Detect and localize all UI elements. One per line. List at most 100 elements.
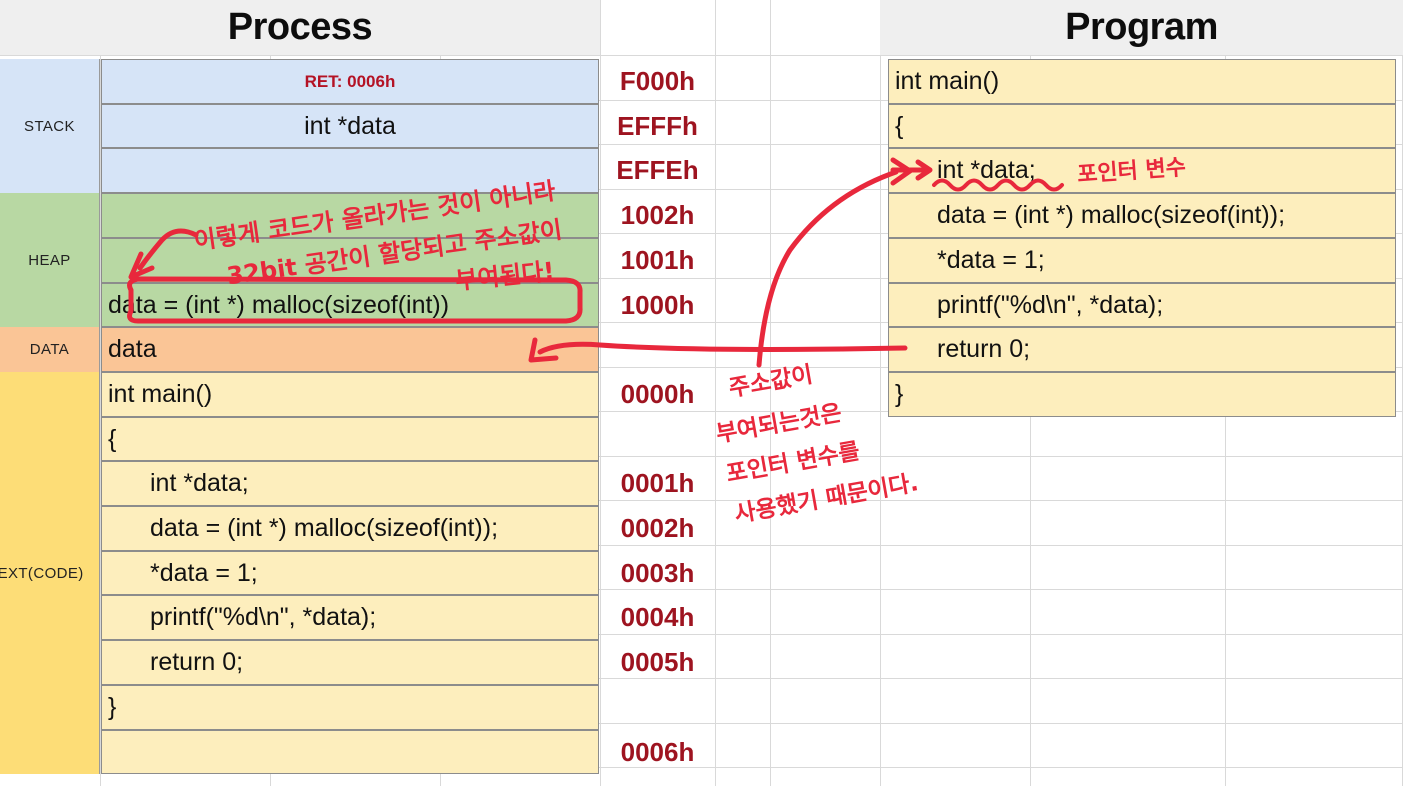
program-code-text: int *data; bbox=[937, 156, 1036, 184]
center-note-line-2: 부여되는것은 bbox=[714, 400, 844, 448]
grid-row-line bbox=[0, 589, 1403, 590]
memory-address-text: 1002h bbox=[620, 200, 695, 230]
center-note-line-4: 사용했기 때문이다. bbox=[732, 469, 921, 528]
memory-row-text: RET: 0006h bbox=[304, 71, 396, 91]
segment-label-text: STACK bbox=[24, 117, 75, 135]
grid-row-line bbox=[0, 233, 1403, 234]
grid-col-line bbox=[600, 0, 601, 786]
memory-row: } bbox=[101, 685, 599, 730]
memory-row: *data = 1; bbox=[101, 551, 599, 595]
memory-row: printf("%d\n", *data); bbox=[101, 595, 599, 640]
memory-row: return 0; bbox=[101, 640, 599, 685]
program-code-text: printf("%d\n", *data); bbox=[937, 290, 1164, 319]
memory-row bbox=[101, 238, 599, 283]
program-code-text: *data = 1; bbox=[937, 246, 1045, 274]
memory-address-cell bbox=[600, 327, 715, 372]
grid-row-line bbox=[0, 678, 1403, 679]
memory-address-text: 0003h bbox=[620, 557, 695, 588]
memory-row: int *data; bbox=[101, 461, 599, 506]
grid-row-line bbox=[0, 545, 1403, 546]
memory-row-text: int *data bbox=[304, 111, 396, 140]
memory-address-cell: 1002h bbox=[600, 193, 715, 238]
memory-row bbox=[101, 193, 599, 238]
memory-row-text: data = (int *) malloc(sizeof(int)); bbox=[150, 514, 499, 542]
memory-address-text: F000h bbox=[619, 66, 696, 96]
grid-row-line bbox=[0, 456, 1403, 457]
memory-row-text: int main() bbox=[108, 380, 213, 408]
memory-row: { bbox=[101, 417, 599, 461]
segment-label-text: TEXT(CODE) bbox=[0, 564, 84, 582]
memory-address-cell: 1001h bbox=[600, 238, 715, 283]
program-code-row: } bbox=[888, 372, 1396, 417]
segment-label-heap: HEAP bbox=[0, 193, 100, 327]
program-code-text: { bbox=[895, 111, 904, 140]
program-pointer-arrow bbox=[756, 169, 899, 368]
process-title: Process bbox=[227, 6, 373, 48]
memory-address-text: EFFEh bbox=[616, 155, 699, 185]
grid-col-line bbox=[770, 0, 771, 786]
program-header: Program bbox=[880, 0, 1403, 55]
program-code-row: return 0; bbox=[888, 327, 1396, 372]
memory-row-text: data = (int *) malloc(sizeof(int)) bbox=[108, 290, 450, 319]
memory-row: int *data bbox=[101, 104, 599, 148]
program-code-text: } bbox=[895, 380, 904, 408]
grid-row-line bbox=[0, 767, 1403, 768]
memory-address-text: 1000h bbox=[620, 289, 695, 320]
grid-row-line bbox=[0, 100, 1403, 101]
memory-row: RET: 0006h bbox=[101, 59, 599, 104]
memory-address-cell bbox=[600, 417, 715, 461]
memory-address-text: 1001h bbox=[620, 245, 695, 275]
memory-address-text: 0002h bbox=[620, 513, 695, 543]
memory-address-cell: 0006h bbox=[600, 730, 715, 774]
memory-address-cell: 0001h bbox=[600, 461, 715, 506]
program-code-row: *data = 1; bbox=[888, 238, 1396, 283]
memory-row-text: { bbox=[108, 424, 117, 453]
grid-row-line bbox=[0, 55, 1403, 56]
memory-row bbox=[101, 148, 599, 193]
program-code-row: { bbox=[888, 104, 1396, 148]
memory-address-cell: EFFEh bbox=[600, 148, 715, 193]
segment-label-data: DATA bbox=[0, 327, 100, 372]
memory-row: data bbox=[101, 327, 599, 372]
grid-col-line bbox=[715, 0, 716, 786]
grid-row-line bbox=[0, 500, 1403, 501]
memory-address-text: EFFFh bbox=[617, 110, 698, 141]
memory-row bbox=[101, 730, 599, 774]
memory-address-text: 0006h bbox=[620, 736, 695, 767]
segment-label-stack: STACK bbox=[0, 59, 100, 193]
grid-row-line bbox=[0, 411, 1403, 412]
grid-row-line bbox=[0, 634, 1403, 635]
program-code-text: int main() bbox=[895, 67, 1000, 95]
grid-row-line bbox=[0, 367, 1403, 368]
program-title: Program bbox=[1065, 6, 1218, 48]
memory-address-cell: F000h bbox=[600, 59, 715, 104]
memory-address-cell: 0004h bbox=[600, 595, 715, 640]
memory-row-text: return 0; bbox=[150, 648, 244, 676]
memory-address-cell: 1000h bbox=[600, 283, 715, 327]
memory-row-text: *data = 1; bbox=[150, 558, 258, 587]
memory-row: data = (int *) malloc(sizeof(int)) bbox=[101, 283, 599, 327]
grid-row-line bbox=[0, 189, 1403, 190]
memory-row-text: int *data; bbox=[150, 469, 249, 497]
program-code-row: data = (int *) malloc(sizeof(int)); bbox=[888, 193, 1396, 238]
memory-address-cell: 0003h bbox=[600, 551, 715, 595]
memory-address-cell: 0000h bbox=[600, 372, 715, 417]
program-code-text: return 0; bbox=[937, 335, 1031, 363]
memory-row-text: } bbox=[108, 693, 117, 721]
memory-address-text: 0001h bbox=[620, 468, 695, 498]
segment-label-text: DATA bbox=[29, 341, 70, 358]
memory-address-text: 0000h bbox=[620, 379, 695, 409]
grid-row-line bbox=[0, 278, 1403, 279]
memory-address-cell: 0005h bbox=[600, 640, 715, 685]
memory-address-text: 0005h bbox=[620, 647, 695, 677]
memory-row: data = (int *) malloc(sizeof(int)); bbox=[101, 506, 599, 551]
program-code-row: printf("%d\n", *data); bbox=[888, 283, 1396, 327]
grid-row-line bbox=[0, 322, 1403, 323]
process-header: Process bbox=[0, 0, 600, 55]
memory-address-cell: EFFFh bbox=[600, 104, 715, 148]
segment-label-text-code: TEXT(CODE) bbox=[0, 372, 100, 774]
segment-label-text: HEAP bbox=[28, 251, 71, 269]
program-code-row: int main() bbox=[888, 59, 1396, 104]
grid-col-line bbox=[880, 0, 881, 786]
